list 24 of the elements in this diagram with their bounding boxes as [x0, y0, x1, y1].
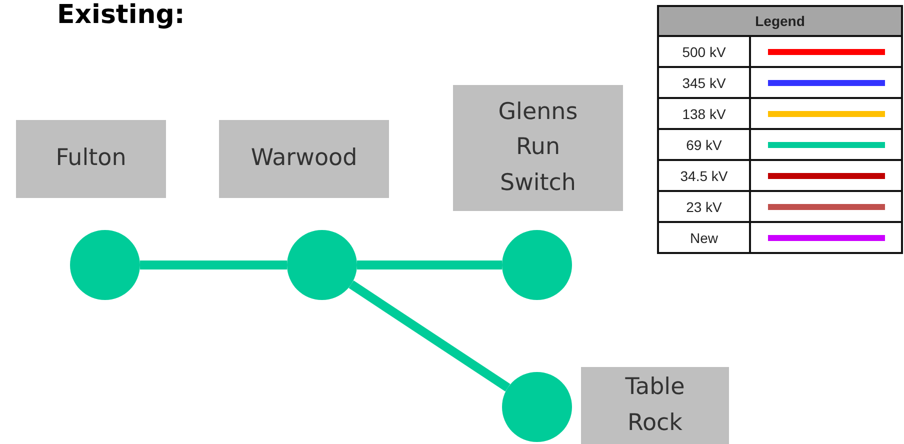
legend-label: 500 kV: [682, 44, 726, 60]
station-box: [219, 120, 389, 198]
legend-label: 345 kV: [682, 74, 726, 90]
legend-label: New: [690, 230, 718, 246]
station-box: [16, 120, 166, 198]
legend-label: 34.5 kV: [680, 168, 728, 184]
line: [140, 260, 287, 270]
legend-label: 138 kV: [682, 106, 726, 122]
legend-heading: Legend: [755, 13, 805, 29]
line: [357, 260, 502, 270]
station-box: [453, 85, 623, 211]
circle-node: [502, 230, 572, 300]
circle-node: [287, 230, 357, 300]
station-name: Warwood: [250, 144, 358, 174]
station-box: [581, 367, 729, 444]
station-name: Table Rock: [624, 372, 686, 438]
legend-label: 23 kV: [686, 198, 722, 214]
line: [348, 280, 510, 392]
circle-node: [502, 372, 572, 442]
circle-node: [70, 230, 140, 300]
station-name: Fulton: [56, 144, 126, 174]
station-name: Glenns Run Switch: [497, 98, 579, 198]
title: Existing:: [57, 1, 185, 31]
legend-label: 69 kV: [686, 136, 722, 152]
